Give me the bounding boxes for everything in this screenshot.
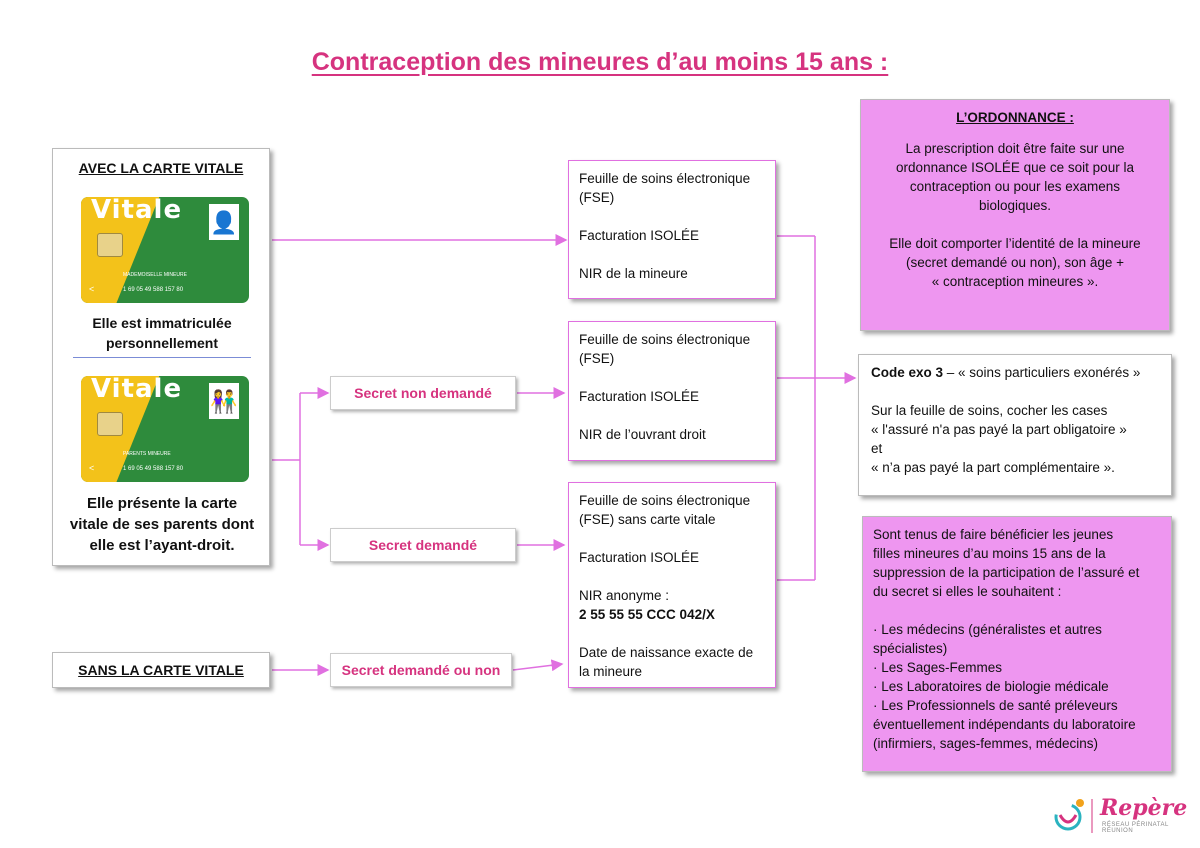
fse-box-3: Feuille de soins électronique (FSE) sans…	[568, 482, 776, 688]
ordonnance-box: L’ORDONNANCE : La prescription doit être…	[860, 99, 1170, 331]
code-exo-title: Code exo 3 – « soins particuliers exonér…	[871, 365, 1141, 380]
repere-logo: Repère RÉSEAU PÉRINATAL RÉUNION	[1050, 795, 1190, 835]
fse-box-2: Feuille de soins électronique (FSE) Fact…	[568, 321, 776, 461]
label-secret-demande: Secret demandé	[330, 528, 516, 562]
panel-heading: AVEC LA CARTE VITALE	[78, 160, 244, 176]
nir-anonyme-value: 2 55 55 55 CCC 042/X	[579, 607, 715, 622]
vitale-card-mineure: Vitale 👤 MADEMOISELLE MINEURE 1 69 05 49…	[81, 197, 249, 303]
list-item: · Les Sages-Femmes	[873, 660, 1003, 675]
vitale-card-parents: Vitale 👫 PARENTS MINEURE 1 69 05 49 588 …	[81, 376, 249, 482]
card-arrow-icon: <	[89, 284, 95, 294]
chip-icon	[97, 412, 123, 436]
logo-word: Repère	[1100, 795, 1188, 821]
chip-icon	[97, 233, 123, 257]
card-brand: Vitale	[91, 197, 183, 225]
card-separator	[73, 357, 251, 358]
fse-box-1: Feuille de soins électronique (FSE) Fact…	[568, 160, 776, 299]
list-item: éventuellement indépendants du laboratoi…	[873, 717, 1136, 732]
sans-carte-vitale-box: SANS LA CARTE VITALE	[52, 652, 270, 688]
card-holder: PARENTS MINEURE	[123, 451, 171, 457]
card-arrow-icon: <	[89, 463, 95, 473]
person-photo-icon: 👤	[209, 204, 239, 240]
arrow-label-to-fse3	[512, 659, 564, 672]
label-secret-non-demande: Secret non demandé	[330, 376, 516, 410]
label-secret-demande-ou-non: Secret demandé ou non	[330, 653, 512, 687]
parents-photo-icon: 👫	[209, 383, 239, 419]
logo-tagline: RÉSEAU PÉRINATAL RÉUNION	[1102, 822, 1169, 834]
page-title: Contraception des mineures d’au moins 15…	[311, 48, 889, 76]
list-item: · Les Professionnels de santé préleveurs	[873, 698, 1118, 713]
professionnels-box: Sont tenus de faire bénéficier les jeune…	[862, 516, 1172, 772]
card-holder: MADEMOISELLE MINEURE	[123, 272, 187, 278]
card1-caption: Elle est immatriculée personnellement	[92, 315, 232, 351]
list-item: · Les médecins (généralistes et autres	[873, 622, 1102, 637]
ordonnance-heading: L’ORDONNANCE :	[956, 110, 1074, 125]
carte-vitale-panel: AVEC LA CARTE VITALE Vitale 👤 MADEMOISEL…	[52, 148, 270, 566]
card2-caption: Elle présente la carte vitale de ses par…	[69, 495, 255, 554]
list-item: · Les Laboratoires de biologie médicale	[873, 679, 1109, 694]
list-item: (infirmiers, sages-femmes, médecins)	[873, 736, 1099, 751]
code-exo-box: Code exo 3 – « soins particuliers exonér…	[858, 354, 1172, 496]
card-number: 1 69 05 49 588 157 80	[123, 287, 184, 293]
card-brand: Vitale	[91, 376, 183, 404]
logo-mark-icon	[1054, 799, 1093, 833]
card-number: 1 69 05 49 588 157 80	[123, 466, 184, 472]
list-item: spécialistes)	[873, 641, 948, 656]
